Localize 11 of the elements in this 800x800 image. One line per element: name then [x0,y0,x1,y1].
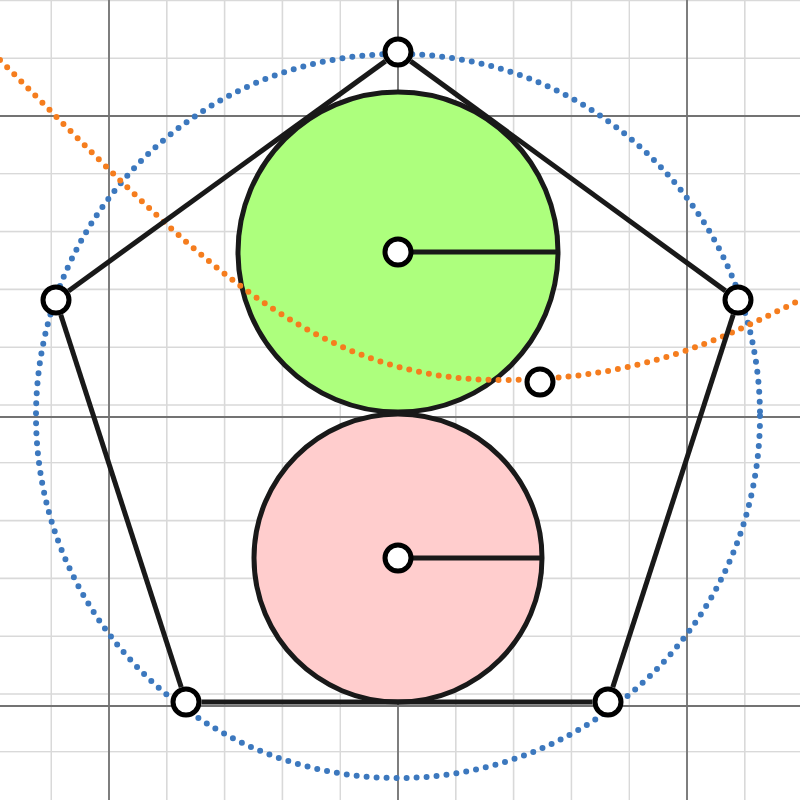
line [67,59,387,293]
point-marker [40,284,72,316]
line [58,314,184,689]
point-marker [592,686,624,718]
line [610,314,736,689]
line [201,699,593,705]
line [409,59,727,293]
point-marker [524,366,556,398]
point-marker [382,36,414,68]
point-marker [722,284,754,316]
point-marker [170,686,202,718]
